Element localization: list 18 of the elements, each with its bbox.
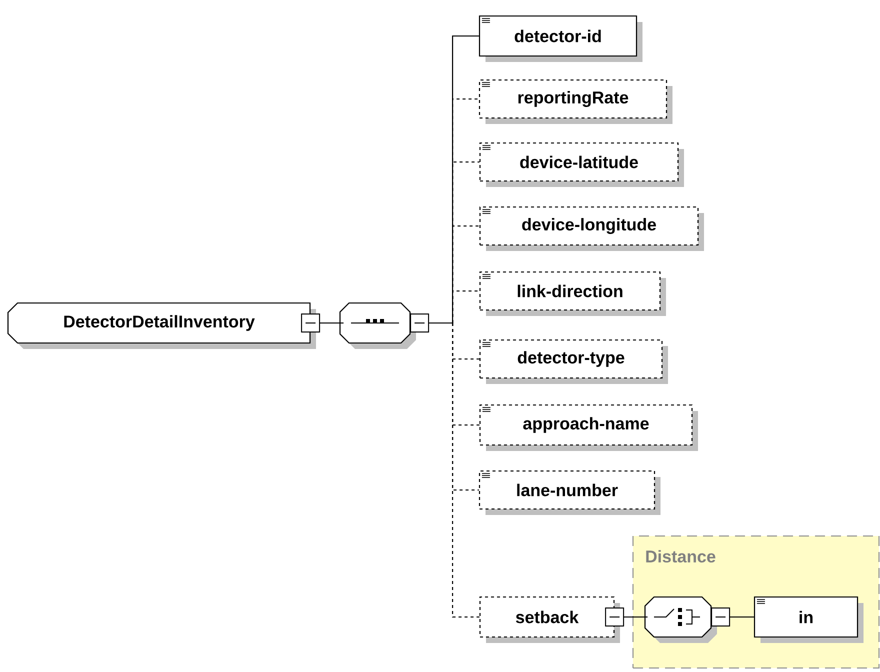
element-box: link-direction	[479, 271, 666, 316]
connector	[428, 322, 480, 618]
element-box: device-longitude	[479, 206, 704, 251]
connector	[320, 322, 344, 324]
connector	[730, 616, 754, 618]
element-box: device-latitude	[479, 142, 684, 187]
connector	[428, 35, 479, 324]
element-box: approach-name	[479, 404, 698, 451]
compositor-octagon	[339, 302, 430, 349]
compositor-octagon	[644, 596, 730, 643]
element-box: detector-id	[478, 15, 642, 62]
element-box: in	[754, 596, 864, 643]
element-box: lane-number	[478, 470, 660, 515]
element-box: detector-type	[479, 339, 668, 384]
element-box: setback	[479, 596, 624, 643]
root-element-box: DetectorDetailInventory	[7, 302, 320, 349]
connector	[624, 616, 648, 618]
element-box: reportingRate	[478, 79, 672, 124]
